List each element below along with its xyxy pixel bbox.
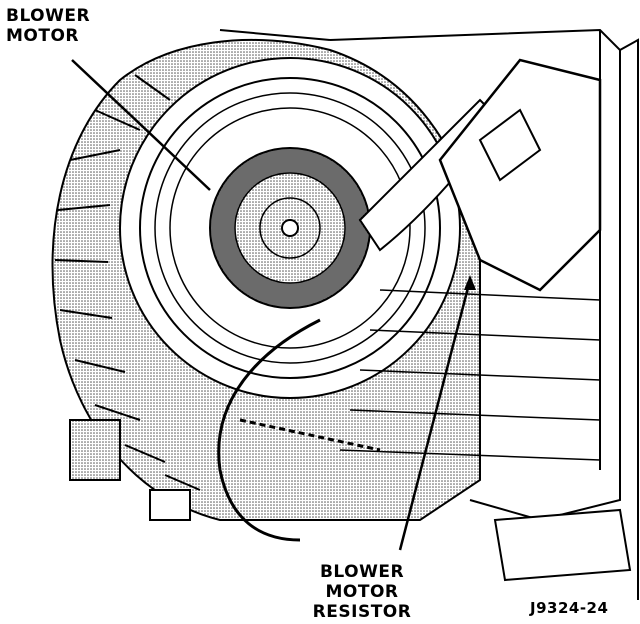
wire-harness [217, 318, 321, 542]
blower-motor-resistor-label: BLOWER MOTOR RESISTOR [286, 562, 438, 622]
label-line: MOTOR [6, 26, 80, 46]
resistor-plate [438, 58, 602, 292]
leader-blower-motor [71, 59, 211, 191]
blower-motor [139, 77, 441, 379]
leader-resistor [398, 279, 472, 551]
label-line: BLOWER [6, 6, 91, 26]
figure-id: J9324-24 [530, 599, 609, 617]
grille [339, 289, 601, 461]
connector [69, 419, 121, 481]
label-line: BLOWER MOTOR [319, 562, 405, 602]
connector-block [493, 508, 632, 582]
blower-motor-label: BLOWER MOTOR [6, 6, 90, 46]
label-line: RESISTOR [312, 602, 412, 622]
